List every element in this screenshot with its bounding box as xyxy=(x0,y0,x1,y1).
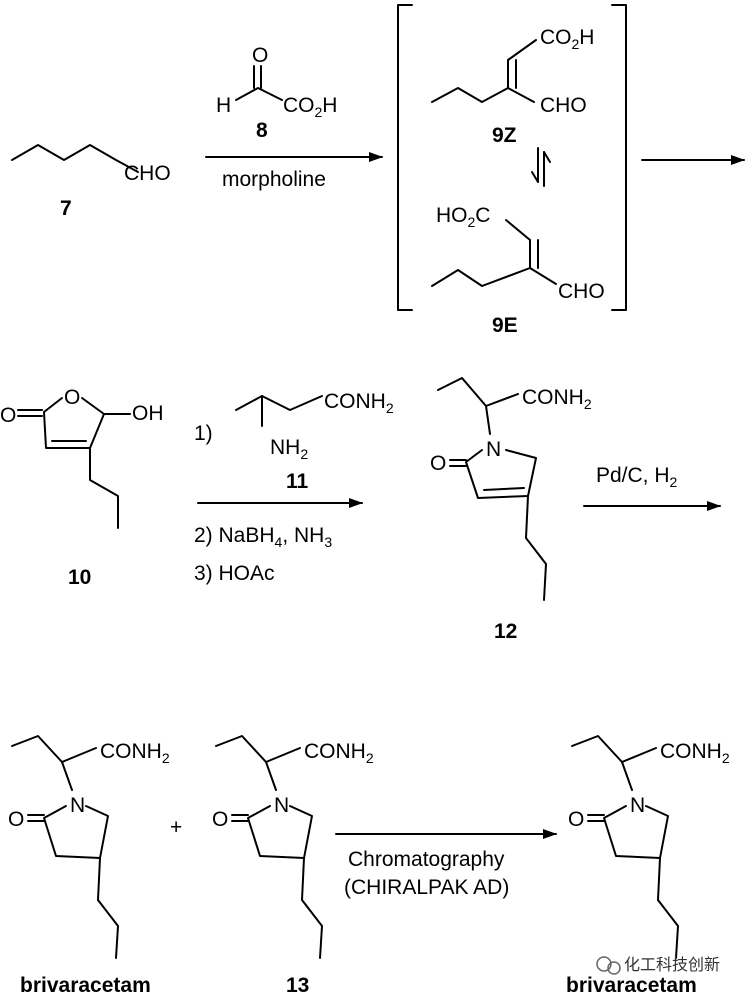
propyl-chain xyxy=(301,857,323,959)
ring-double-bond xyxy=(483,487,525,491)
compound-number: 9E xyxy=(492,314,518,337)
n-bond xyxy=(61,761,73,791)
furanone-ring xyxy=(43,397,105,449)
carboxyl-group: CO2H xyxy=(283,94,337,120)
amide-group: CONH2 xyxy=(522,386,592,412)
compound-number: 12 xyxy=(494,620,517,643)
condition-column: (CHIRALPAK AD) xyxy=(344,876,509,899)
reagent-number: 8 xyxy=(256,119,268,142)
carbonyl-oxygen: O xyxy=(568,808,584,831)
equilibrium-arrows xyxy=(531,147,551,187)
compound-number: 13 xyxy=(286,974,309,997)
chain-bonds xyxy=(11,144,139,173)
compound-10: O O OH 10 xyxy=(0,386,164,589)
amide-group: CONH2 xyxy=(660,740,730,766)
propyl-chain xyxy=(97,857,119,959)
compound-9z: CO2H CHO 9Z xyxy=(431,26,594,147)
reagent-number: 11 xyxy=(286,470,309,493)
carbonyl-oxygen: O xyxy=(430,452,446,475)
n-bond xyxy=(485,405,491,435)
condition-hydrogenation: Pd/C, H2 xyxy=(596,464,678,490)
wechat-icon-b xyxy=(607,961,621,975)
ring-nitrogen: N xyxy=(630,794,645,817)
propyl-chain xyxy=(89,447,119,529)
propyl-chain xyxy=(431,267,531,287)
compound-13: CONH2 N O 13 xyxy=(212,735,374,997)
compound-number: 7 xyxy=(60,197,72,220)
carbonyl-oxygen: O xyxy=(8,808,24,831)
amine-group: NH2 xyxy=(270,436,308,462)
pyrrolidinone-ring xyxy=(603,805,669,859)
ring-nitrogen: N xyxy=(486,438,501,461)
aldehyde-group: CHO xyxy=(540,94,587,117)
ring-nitrogen: N xyxy=(70,794,85,817)
acid-group: CO2H xyxy=(540,26,594,52)
eq-down-head xyxy=(531,171,539,183)
condition-step-3: 3) HOAc xyxy=(194,562,275,585)
backbone-bonds xyxy=(235,395,323,411)
eq-up-head xyxy=(543,151,551,163)
condition-chromatography: Chromatography xyxy=(348,848,505,871)
side-chain xyxy=(571,735,657,763)
hydroxyl-group: OH xyxy=(132,402,164,425)
compound-12: CONH2 N O 12 xyxy=(430,377,592,643)
compound-number: 10 xyxy=(68,566,91,589)
watermark: 化工科技创新 xyxy=(596,955,720,975)
side-chain xyxy=(11,735,97,763)
propyl-chain xyxy=(525,495,547,601)
aldehyde-bond xyxy=(507,87,535,103)
bracket-left xyxy=(397,4,413,311)
pyrrolinone-ring xyxy=(465,449,537,499)
compound-brivaracetam-left: CONH2 N O brivaracetam xyxy=(8,735,170,997)
pyrrolidinone-ring xyxy=(247,805,313,859)
aldehyde-bond xyxy=(529,267,557,285)
hydrogen-atom: H xyxy=(216,94,231,117)
glyoxylic-bonds xyxy=(235,87,283,101)
carbonyl-oxygen: O xyxy=(0,404,16,427)
condition-morpholine: morpholine xyxy=(222,168,326,191)
aldehyde-group: CHO xyxy=(558,280,605,303)
side-chain xyxy=(437,377,519,407)
n-bond xyxy=(621,761,633,791)
aldehyde-label: CHO xyxy=(124,162,171,185)
ring-oxygen: O xyxy=(64,386,80,409)
reagent-11: 1) CONH2 NH2 11 xyxy=(194,390,394,493)
side-chain xyxy=(215,735,301,763)
compound-name: brivaracetam xyxy=(566,974,697,997)
condition-step-1: 1) xyxy=(194,422,213,445)
plus-sign: + xyxy=(170,816,182,839)
watermark-text: 化工科技创新 xyxy=(624,955,720,974)
condition-step-2: 2) NaBH4, NH3 xyxy=(194,524,332,550)
compound-brivaracetam-right: CONH2 N O brivaracetam xyxy=(566,735,730,997)
amide-group: CONH2 xyxy=(304,740,374,766)
propyl-chain xyxy=(657,857,679,959)
n-bond xyxy=(265,761,277,791)
amide-group: CONH2 xyxy=(324,390,394,416)
compound-number: 9Z xyxy=(492,124,517,147)
acid-group: HO2C xyxy=(436,204,490,230)
compound-7: CHO 7 xyxy=(11,144,171,220)
acid-bond xyxy=(507,39,537,61)
carbonyl-oxygen: O xyxy=(252,44,268,67)
compound-9e: HO2C CHO 9E xyxy=(431,204,605,337)
bracket-right xyxy=(611,4,627,311)
ring-nitrogen: N xyxy=(274,794,289,817)
reagent-8: O H CO2H 8 xyxy=(216,44,337,142)
wechat-icon xyxy=(596,956,612,972)
pyrrolidinone-ring xyxy=(43,805,109,859)
amide-group: CONH2 xyxy=(100,740,170,766)
propyl-chain xyxy=(431,87,509,103)
compound-name: brivaracetam xyxy=(20,974,151,997)
carbonyl-oxygen: O xyxy=(212,808,228,831)
acid-bond xyxy=(505,219,531,241)
